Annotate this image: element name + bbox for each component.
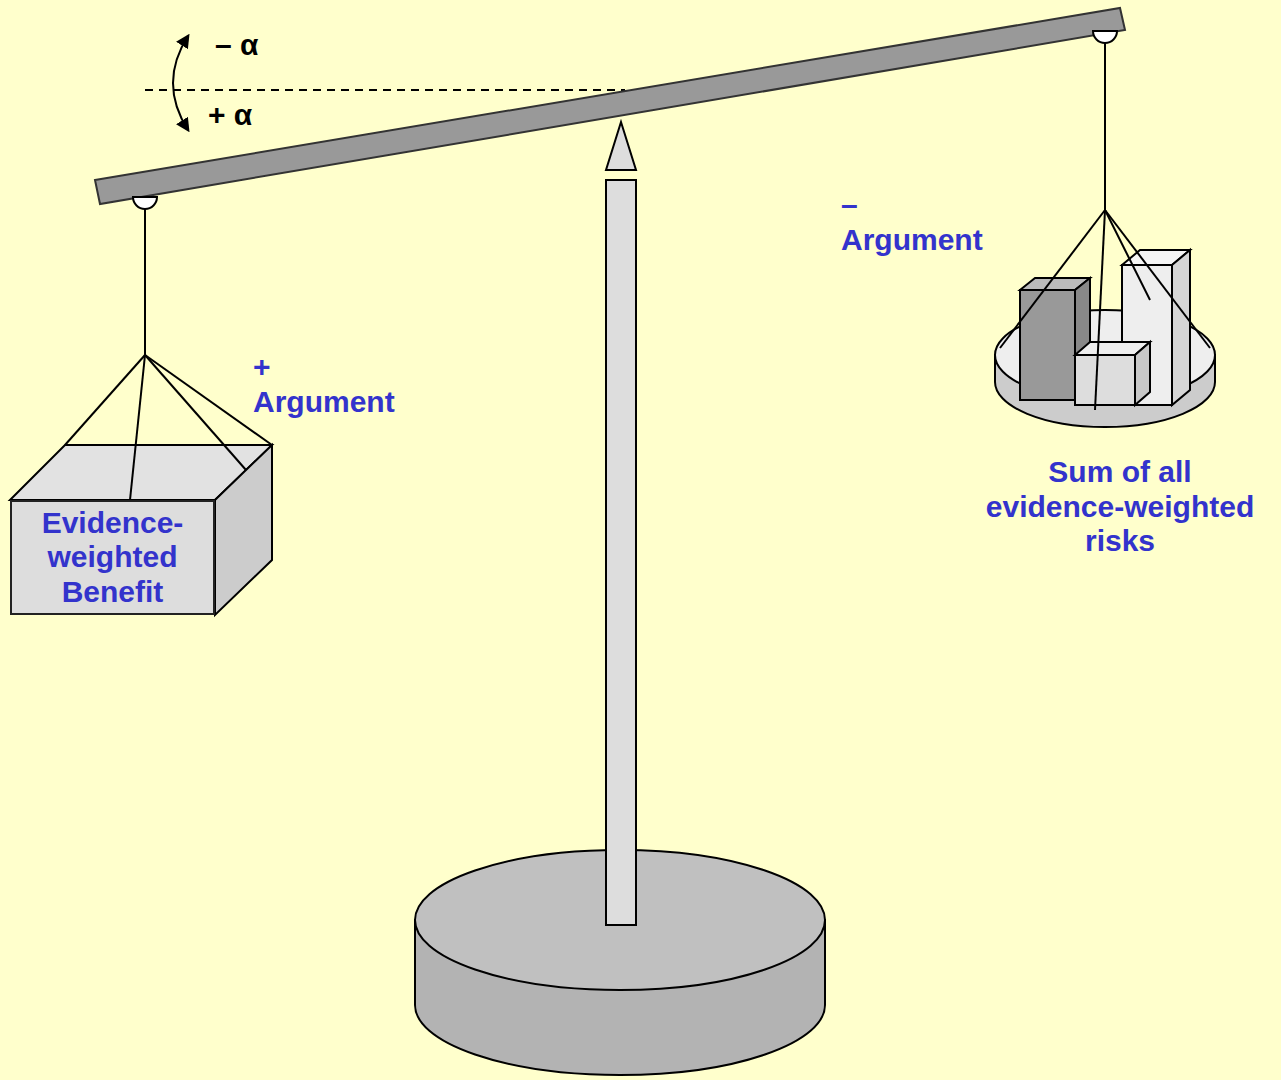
- string: [65, 355, 145, 445]
- string: [1095, 210, 1105, 410]
- weight-block: [1075, 355, 1135, 405]
- weight-block: [1135, 342, 1150, 405]
- benefit-box: Evidence-weighted Benefit: [10, 500, 215, 615]
- risk-pan: Sum of all evidence-weighted risks: [985, 455, 1255, 567]
- string: [145, 355, 246, 470]
- string: [1105, 210, 1150, 300]
- weight-block: [1020, 290, 1075, 400]
- angle-label: + α: [205, 98, 255, 133]
- node-text: Sum of all evidence-weighted risks: [985, 455, 1255, 559]
- string: [1105, 210, 1210, 348]
- hook: [1093, 31, 1117, 43]
- hook: [133, 197, 157, 209]
- node-text: Evidence-weighted Benefit: [16, 506, 209, 610]
- angle-label: – α: [212, 28, 261, 63]
- horizontal-reference: [145, 89, 625, 91]
- box-side: [215, 445, 272, 615]
- string: [130, 355, 145, 500]
- argument-label: + Argument: [250, 350, 398, 419]
- post: [606, 180, 636, 925]
- string: [1000, 210, 1105, 348]
- argument-label: – Argument: [838, 188, 986, 257]
- pivot: [606, 122, 636, 170]
- weight-block: [1172, 250, 1190, 405]
- beam: [95, 8, 1125, 204]
- string: [1104, 43, 1106, 210]
- string: [144, 209, 146, 355]
- angle-arrow: [173, 36, 188, 130]
